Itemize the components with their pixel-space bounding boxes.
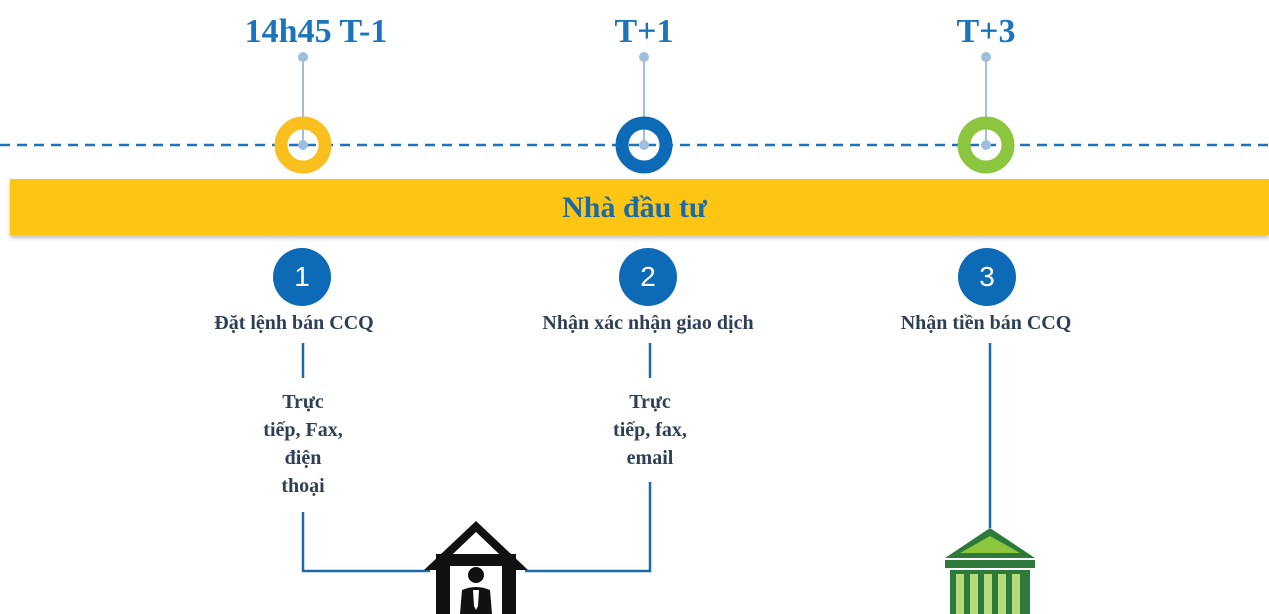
channel-line: điện — [284, 447, 322, 469]
step-2-channels: Trực tiếp, fax, email — [585, 388, 715, 472]
channel-line: Trực — [629, 391, 671, 413]
milestone-ring-3 — [957, 116, 1015, 174]
step-1-channels: Trực tiếp, Fax, điện thoại — [238, 388, 368, 500]
investor-banner-title: Nhà đầu tư — [562, 191, 707, 224]
step-title-2: Nhận xác nhận giao dịch — [542, 312, 754, 334]
milestone-3 — [957, 52, 1015, 174]
step-title-1: Đặt lệnh bán CCQ — [214, 312, 374, 334]
connector-lines — [301, 343, 992, 573]
milestone-label-3: T+3 — [956, 13, 1016, 50]
milestone-2 — [615, 52, 673, 174]
channel-line: email — [626, 447, 674, 469]
house-person-icon — [424, 521, 528, 614]
bank-icon — [945, 528, 1035, 614]
channel-line: tiếp, fax, — [613, 419, 687, 441]
step-badge-1: 1 — [273, 248, 331, 306]
milestone-1 — [274, 52, 332, 174]
step-badge-2: 2 — [619, 248, 677, 306]
channel-line: Trực — [282, 391, 324, 413]
step-title-3: Nhận tiền bán CCQ — [900, 312, 1072, 334]
step-badge-3: 3 — [958, 248, 1016, 306]
investor-banner — [10, 179, 1269, 235]
channel-line: thoại — [281, 475, 325, 497]
milestone-label-1: 14h45 T-1 — [244, 13, 388, 50]
milestone-ring-1 — [274, 116, 332, 174]
connector-step-1-lower — [301, 512, 430, 573]
channel-line: tiếp, Fax, — [263, 419, 343, 441]
milestone-label-2: T+1 — [614, 13, 674, 50]
milestone-ring-2 — [615, 116, 673, 174]
connector-step-2-lower — [525, 482, 652, 573]
